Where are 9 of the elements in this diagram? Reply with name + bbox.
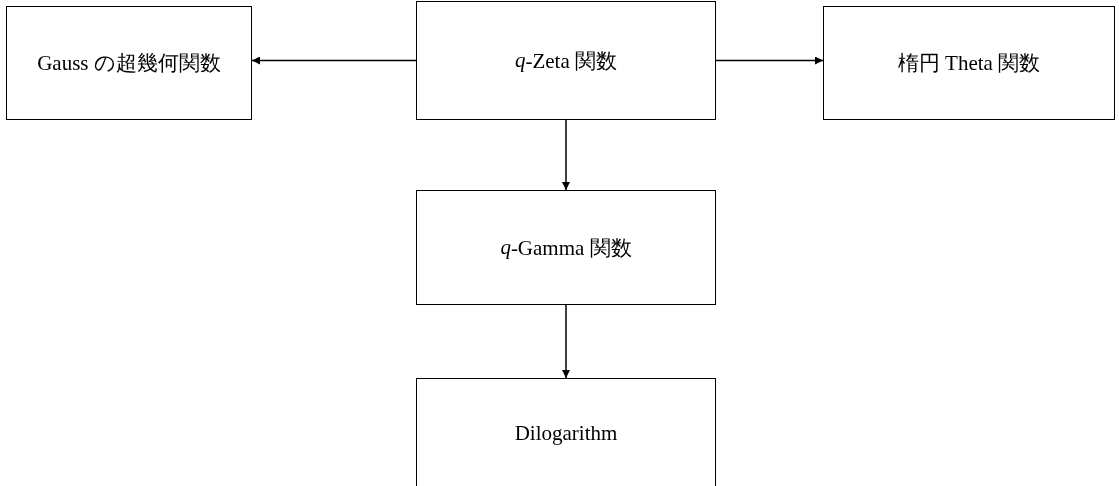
arrow	[562, 304, 570, 379]
process-box: Gauss の超幾何関数	[6, 6, 252, 120]
arrow	[562, 119, 570, 191]
arrow	[251, 56, 417, 65]
process-box: 楕円 Theta 関数	[823, 6, 1115, 120]
arrow	[715, 56, 824, 65]
process-box: Dilogarithm	[416, 378, 716, 486]
process-box: q-Zeta 関数	[416, 1, 716, 120]
process-box: q-Gamma 関数	[416, 190, 716, 305]
